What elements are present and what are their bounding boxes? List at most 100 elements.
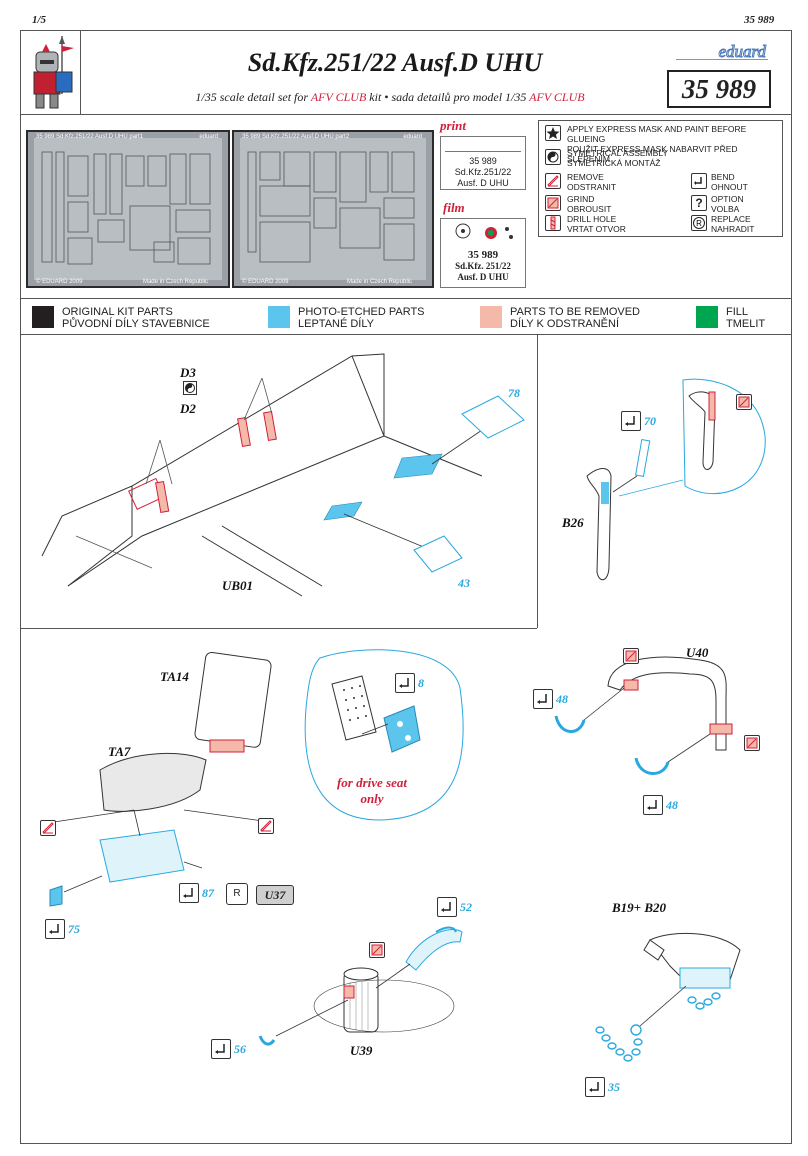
film-card: 35 989 Sd.Kfz. 251/22 Ausf. D UHU bbox=[440, 218, 526, 288]
grind-icon bbox=[545, 195, 561, 211]
part-8: 8 bbox=[418, 676, 424, 690]
film-card-line1: 35 989 bbox=[467, 249, 499, 261]
label-d3: D3 bbox=[180, 365, 196, 380]
replace-icon: R bbox=[226, 883, 248, 905]
catalog-number: 35 989 bbox=[667, 70, 771, 108]
step3-seat-drawing bbox=[49, 651, 272, 907]
part-35: 35 bbox=[608, 1080, 620, 1094]
bend-icon bbox=[643, 795, 663, 815]
subtitle-mid: kit • sada detailů pro model 1/35 bbox=[366, 90, 530, 104]
page-code: 35 989 bbox=[744, 14, 775, 26]
remove-icon bbox=[545, 173, 561, 189]
colors-divider bbox=[20, 334, 791, 335]
part-48-top: 48 bbox=[556, 692, 568, 706]
swatch-fill bbox=[696, 306, 718, 328]
label-u37: U37 bbox=[256, 885, 294, 905]
part-43: 43 bbox=[458, 576, 470, 590]
label-b26: B26 bbox=[562, 515, 584, 530]
page-number: 1/5 bbox=[32, 14, 47, 26]
subtitle-pre: 1/35 scale detail set for bbox=[195, 90, 311, 104]
part-52: 52 bbox=[460, 900, 472, 914]
film-masks-icon bbox=[455, 223, 513, 239]
brand-text: eduard bbox=[718, 42, 766, 60]
bend-icon bbox=[585, 1077, 605, 1097]
fret-part1: 35 989 Sd.Kfz.251/22 Ausf.D UHU part1 ed… bbox=[26, 130, 230, 288]
star-icon bbox=[545, 125, 561, 141]
step-col-divider bbox=[537, 334, 538, 628]
symbol-legend: APPLY EXPRESS MASK AND PAINT BEFORE GLUE… bbox=[538, 120, 783, 237]
grind-icon bbox=[369, 942, 385, 958]
page-frame bbox=[20, 30, 792, 1144]
fret2-header: 35 989 Sd.Kfz.251/22 Ausf.D UHU part2 bbox=[242, 134, 350, 140]
subtitle-brand-1: AFV CLUB bbox=[310, 90, 367, 104]
drill-icon bbox=[545, 215, 561, 231]
eduard-logo: eduard bbox=[676, 42, 768, 60]
grind-icon bbox=[736, 394, 752, 410]
frets-divider bbox=[20, 298, 791, 299]
remove-icon bbox=[258, 818, 274, 834]
part-48-bottom: 48 bbox=[666, 798, 678, 812]
step2-drawing bbox=[586, 378, 766, 581]
header-divider bbox=[20, 114, 791, 115]
fret-part2: 35 989 Sd.Kfz.251/22 Ausf.D UHU part2 ed… bbox=[232, 130, 434, 288]
fret1-made: Made in Czech Republic bbox=[142, 279, 208, 285]
fret1-copyright: © EDUARD 2009 bbox=[36, 279, 83, 285]
print-card-line3: Ausf. D UHU bbox=[457, 178, 509, 188]
step5-u39-drawing bbox=[258, 926, 463, 1046]
grind-icon bbox=[744, 735, 760, 751]
bend-icon bbox=[691, 173, 707, 189]
replace-icon: R bbox=[691, 215, 707, 231]
step4-u40-drawing bbox=[554, 656, 733, 775]
label-ub01: UB01 bbox=[222, 578, 254, 593]
subtitle-brand-2: AFV CLUB bbox=[529, 90, 585, 104]
symmetry-icon bbox=[545, 149, 561, 165]
label-ta7: TA7 bbox=[108, 744, 131, 759]
fret1-header: 35 989 Sd.Kfz.251/22 Ausf.D UHU part1 bbox=[36, 134, 144, 140]
film-label: film bbox=[443, 200, 465, 215]
swatch-photo-etched bbox=[268, 306, 290, 328]
legend-mask: APPLY EXPRESS MASK AND PAINT BEFORE GLUE… bbox=[567, 124, 747, 164]
part-78: 78 bbox=[508, 386, 520, 400]
film-card-line2: Sd.Kfz. 251/22 bbox=[455, 261, 511, 271]
fret2-parts bbox=[247, 151, 415, 263]
bend-icon bbox=[45, 919, 65, 939]
step6-drawing bbox=[595, 933, 741, 1062]
fret2-copyright: © EDUARD 2009 bbox=[242, 279, 289, 285]
bend-icon bbox=[395, 673, 415, 693]
bend-icon bbox=[533, 689, 553, 709]
label-ta14: TA14 bbox=[160, 669, 189, 684]
bend-icon bbox=[179, 883, 199, 903]
film-card-line3: Ausf. D UHU bbox=[457, 272, 509, 282]
svg-text:R: R bbox=[696, 219, 702, 228]
bend-icon bbox=[211, 1039, 231, 1059]
print-card: 35 989 Sd.Kfz.251/22 Ausf. D UHU bbox=[440, 136, 526, 190]
print-card-line2: Sd.Kfz.251/22 bbox=[454, 167, 512, 177]
step1-divider bbox=[20, 628, 537, 629]
symmetry-icon bbox=[183, 381, 197, 395]
label-u39: U39 bbox=[350, 1043, 373, 1058]
subtitle: 1/35 scale detail set for AFV CLUB kit •… bbox=[110, 90, 670, 105]
mascot-divider bbox=[80, 30, 81, 114]
part-87: 87 bbox=[202, 886, 214, 900]
step1-hull-drawing bbox=[41, 353, 525, 597]
grind-icon bbox=[623, 648, 639, 664]
bend-icon bbox=[437, 897, 457, 917]
bend-icon bbox=[621, 411, 641, 431]
fret1-brand: eduard bbox=[199, 134, 218, 140]
fret2-made: Made in Czech Republic bbox=[346, 279, 412, 285]
label-b19-b20: B19+ B20 bbox=[612, 900, 666, 915]
fret1-parts bbox=[41, 151, 211, 265]
label-u40: U40 bbox=[686, 645, 709, 660]
label-d2: D2 bbox=[180, 401, 196, 416]
part-75: 75 bbox=[68, 922, 80, 936]
print-card-line1: 35 989 bbox=[469, 156, 497, 166]
